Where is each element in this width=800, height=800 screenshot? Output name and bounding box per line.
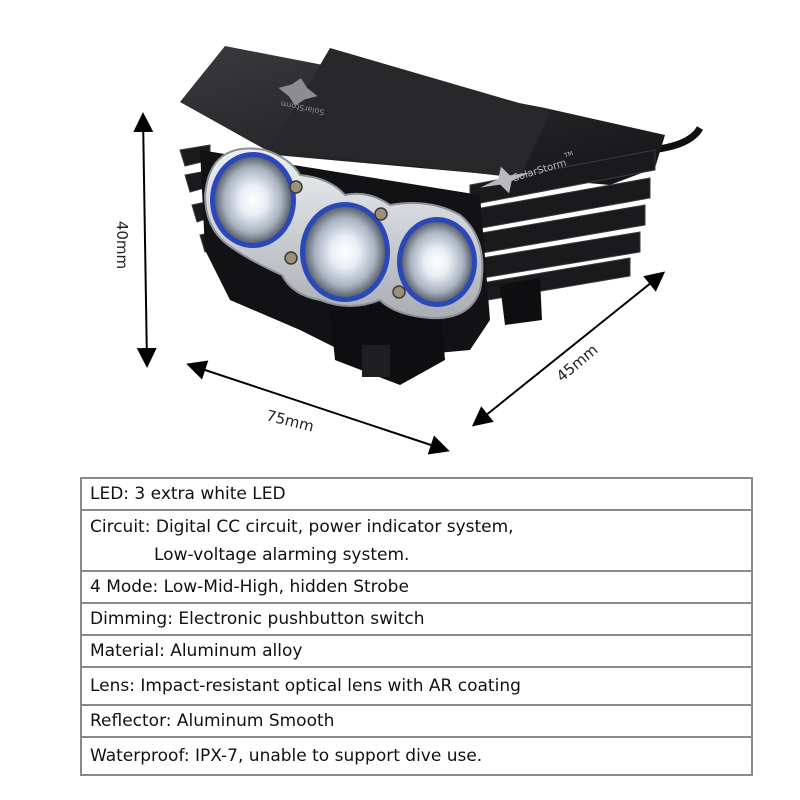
product-figure: SolarStorm SolarStorm TM 40mm 75mm 45mm	[113, 46, 704, 455]
spec-row-led: LED: 3 extra white LED	[80, 477, 753, 511]
spec-circuit-line2: Low-voltage alarming system.	[154, 544, 410, 565]
spec-circuit-line1: Circuit: Digital CC circuit, power indic…	[90, 516, 514, 537]
spec-circuit: Circuit: Digital CC circuit, power indic…	[80, 509, 753, 572]
height-dimension-label: 40mm	[113, 220, 132, 270]
housing-ridge	[270, 48, 550, 178]
width-dimension-arrow	[186, 360, 450, 455]
specifications-table: LED: 3 extra white LED Circuit: Digital …	[80, 477, 753, 776]
spec-material: Material: Aluminum alloy	[80, 634, 753, 668]
spec-row-reflector: Reflector: Aluminum Smooth	[80, 704, 753, 738]
spec-row-mode: 4 Mode: Low-Mid-High, hidden Strobe	[80, 570, 753, 604]
spec-row-dimming: Dimming: Electronic pushbutton switch	[80, 602, 753, 636]
spec-mode: 4 Mode: Low-Mid-High, hidden Strobe	[80, 570, 753, 604]
height-dimension-arrow	[133, 112, 157, 368]
svg-text:TM: TM	[563, 150, 574, 160]
spec-row-circuit: Circuit: Digital CC circuit, power indic…	[80, 509, 753, 572]
spec-row-waterproof: Waterproof: IPX-7, unable to support div…	[80, 736, 753, 776]
depth-dimension-arrow	[471, 271, 666, 427]
led-right	[397, 217, 477, 307]
spec-lens: Lens: Impact-resistant optical lens with…	[80, 666, 753, 706]
spec-led: LED: 3 extra white LED	[80, 477, 753, 511]
spec-row-material: Material: Aluminum alloy	[80, 634, 753, 668]
spec-dimming: Dimming: Electronic pushbutton switch	[80, 602, 753, 636]
bezel-screws	[284, 180, 406, 299]
spec-waterproof: Waterproof: IPX-7, unable to support div…	[80, 736, 753, 776]
led-center	[300, 202, 390, 302]
spec-row-lens: Lens: Impact-resistant optical lens with…	[80, 666, 753, 706]
spec-reflector: Reflector: Aluminum Smooth	[80, 704, 753, 738]
bike-light-illustration: SolarStorm SolarStorm TM	[133, 46, 704, 455]
led-left	[210, 152, 296, 248]
